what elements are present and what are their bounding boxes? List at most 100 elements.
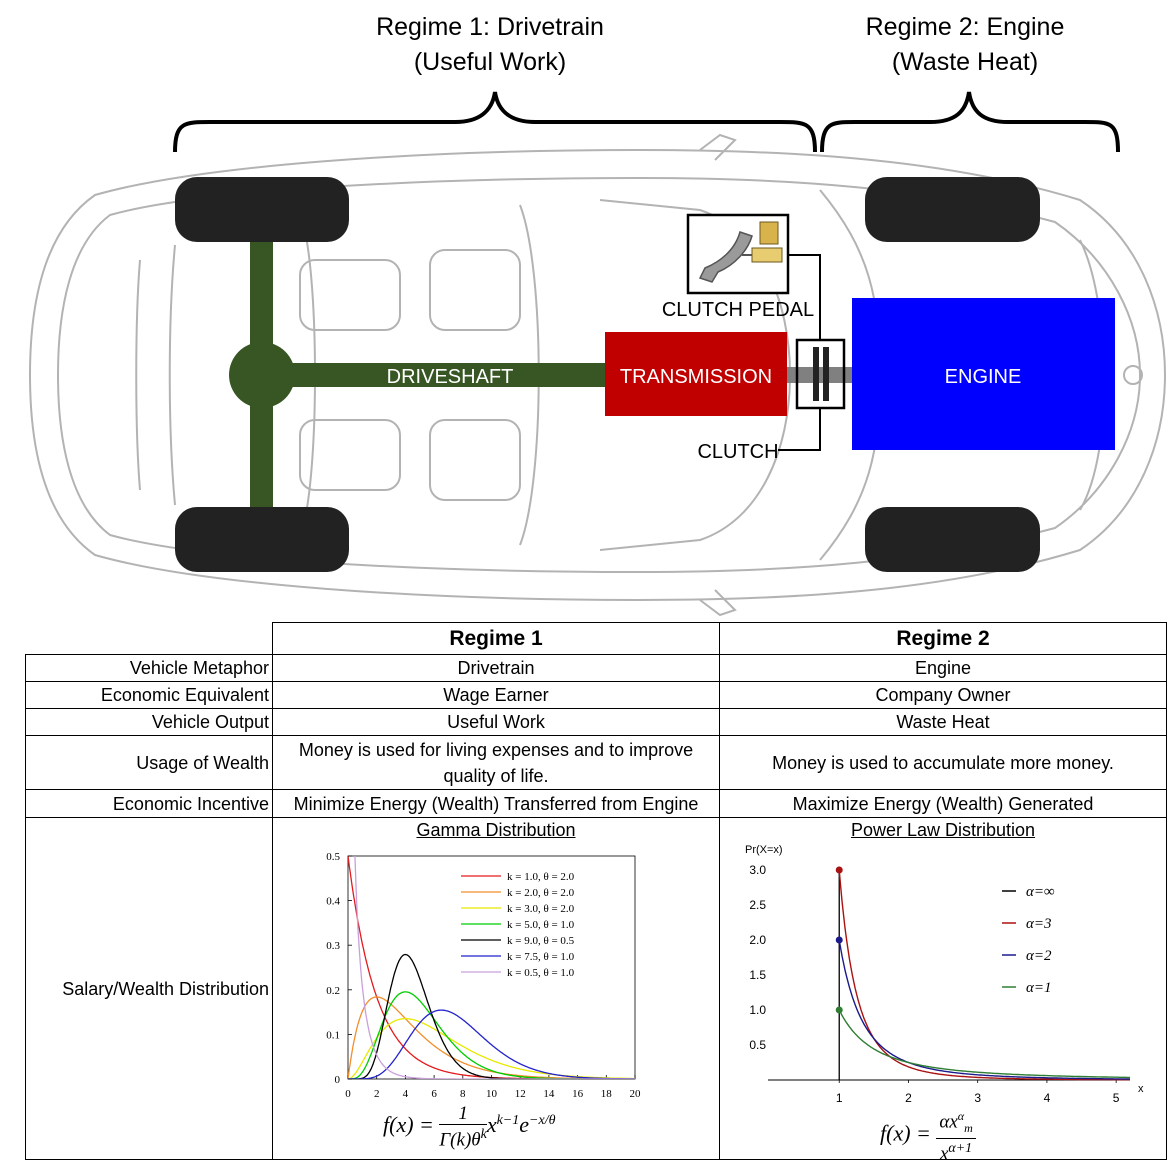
regime1-brace (173, 91, 817, 153)
formula-exp-sup: −x/θ (529, 1112, 556, 1128)
formula-exp: e (519, 1112, 530, 1138)
power-series-point (835, 866, 843, 874)
engine-block (852, 298, 1115, 450)
legend-label: α=1 (1026, 980, 1052, 996)
y-tick-label: 1.5 (749, 968, 766, 982)
y-tick-label: 1.0 (749, 1003, 766, 1017)
power-formula: f(x) = αxαm xα+1 (880, 1106, 976, 1160)
tire-front-left (865, 177, 1040, 242)
clutch-pedal-box (686, 213, 790, 295)
x-tick-label: 4 (403, 1088, 409, 1100)
legend-label: k = 7.5, θ = 1.0 (507, 951, 575, 963)
cell-regime2: Maximize Energy (Wealth) Generated (719, 789, 1167, 818)
cell-regime2: Company Owner (719, 681, 1167, 709)
y-tick-label: 0 (335, 1074, 341, 1086)
gamma-series-line (348, 996, 635, 1079)
legend-label: k = 0.5, θ = 1.0 (507, 967, 575, 979)
driveshaft-label: DRIVESHAFT (387, 366, 514, 388)
x-axis-label: x (1138, 1083, 1144, 1095)
tire-rear-left (175, 177, 349, 242)
cell-regime1: Money is used for living expenses and to… (272, 735, 720, 790)
y-tick-label: 0.3 (326, 940, 340, 952)
row-label: Vehicle Metaphor (25, 654, 273, 682)
table-corner (25, 622, 273, 655)
drivetrain (229, 210, 607, 540)
car-diagram: Regime 1: Drivetrain (Useful Work) Regim… (28, 13, 1167, 617)
cell-regime1: Wage Earner (272, 681, 720, 709)
x-tick-label: 2 (374, 1088, 380, 1100)
legend-label: k = 2.0, θ = 2.0 (507, 887, 575, 899)
formula-den: Γ(k)θk (439, 1127, 487, 1151)
clutch-connector (778, 408, 821, 451)
x-tick-label: 4 (1044, 1091, 1051, 1105)
row-label: Economic Incentive (25, 789, 273, 818)
y-axis-label: Pr(X=x) (745, 844, 783, 856)
legend-label: α=∞ (1026, 884, 1055, 900)
gamma-series-line (348, 1017, 635, 1079)
row-label-distribution: Salary/Wealth Distribution (25, 817, 273, 1160)
formula-num: αxαm (936, 1106, 976, 1140)
x-tick-label: 12 (515, 1088, 526, 1100)
y-tick-label: 0.4 (326, 896, 340, 908)
regime2-brace (820, 91, 1120, 153)
regime1-subtitle: (Useful Work) (414, 48, 566, 76)
cell-regime2: Engine (719, 654, 1167, 682)
formula-tail-sup: k−1 (496, 1112, 520, 1128)
gamma-series-line (348, 953, 635, 1079)
y-tick-label: 2.0 (749, 933, 766, 947)
pedal-connector (788, 254, 821, 340)
cell-regime2: Money is used to accumulate more money. (719, 735, 1167, 790)
pedal-icon (698, 231, 753, 283)
legend-label: k = 1.0, θ = 2.0 (507, 871, 575, 883)
power-title: Power Law Distribution (850, 820, 1036, 840)
clutch-pedal-label: CLUTCH PEDAL (662, 299, 814, 321)
x-tick-label: 6 (431, 1088, 437, 1100)
comparison-table: Regime 1 Regime 2 Vehicle Metaphor Drive… (25, 622, 1167, 1160)
x-tick-label: 14 (543, 1088, 555, 1100)
power-series-line (838, 939, 1130, 1080)
legend-label: k = 3.0, θ = 2.0 (507, 903, 575, 915)
x-tick-label: 10 (486, 1088, 498, 1100)
clutch-label: CLUTCH (697, 441, 778, 463)
y-tick-label: 0.2 (326, 985, 340, 997)
legend-label: k = 5.0, θ = 1.0 (507, 919, 575, 931)
cell-regime1: Minimize Energy (Wealth) Transferred fro… (272, 789, 720, 818)
clutch-shaft (787, 367, 852, 383)
y-tick-label: 0.1 (326, 1029, 340, 1041)
power-series-point (835, 1006, 843, 1014)
power-series-line (838, 869, 1130, 1081)
regime1-title: Regime 1: Drivetrain (376, 13, 604, 41)
formula-fraction: αxαm xα+1 (936, 1106, 976, 1160)
tire-rear-right (175, 507, 349, 572)
cell-regime1: Drivetrain (272, 654, 720, 682)
row-label: Vehicle Output (25, 708, 273, 736)
x-tick-label: 8 (460, 1088, 466, 1100)
y-tick-label: 0.5 (749, 1038, 766, 1052)
legend-label: k = 9.0, θ = 0.5 (507, 935, 575, 947)
header-regime2: Regime 2 (719, 622, 1167, 655)
power-series-line (838, 1009, 1130, 1079)
y-tick-label: 3.0 (749, 863, 766, 877)
transmission-label: TRANSMISSION (620, 366, 772, 388)
driveshaft-bar (262, 363, 607, 387)
gamma-series-line (354, 856, 635, 1079)
y-tick-label: 0.5 (326, 851, 340, 863)
gamma-series-line (348, 1009, 635, 1079)
legend-label: α=2 (1026, 948, 1052, 964)
formula-tail: x (486, 1112, 497, 1138)
x-tick-label: 3 (974, 1091, 981, 1105)
x-tick-label: 20 (630, 1088, 642, 1100)
engine-label: ENGINE (945, 366, 1022, 388)
gamma-title: Gamma Distribution (416, 820, 576, 840)
cell-regime2: Waste Heat (719, 708, 1167, 736)
formula-num: 1 (439, 1104, 487, 1125)
cell-regime1: Useful Work (272, 708, 720, 736)
legend-label: α=3 (1026, 916, 1052, 932)
formula-fraction: 1 Γ(k)θk (439, 1104, 487, 1151)
formula-lhs: f(x) = (880, 1120, 931, 1146)
header-regime1: Regime 1 (272, 622, 720, 655)
formula-den: xα+1 (939, 1141, 973, 1160)
